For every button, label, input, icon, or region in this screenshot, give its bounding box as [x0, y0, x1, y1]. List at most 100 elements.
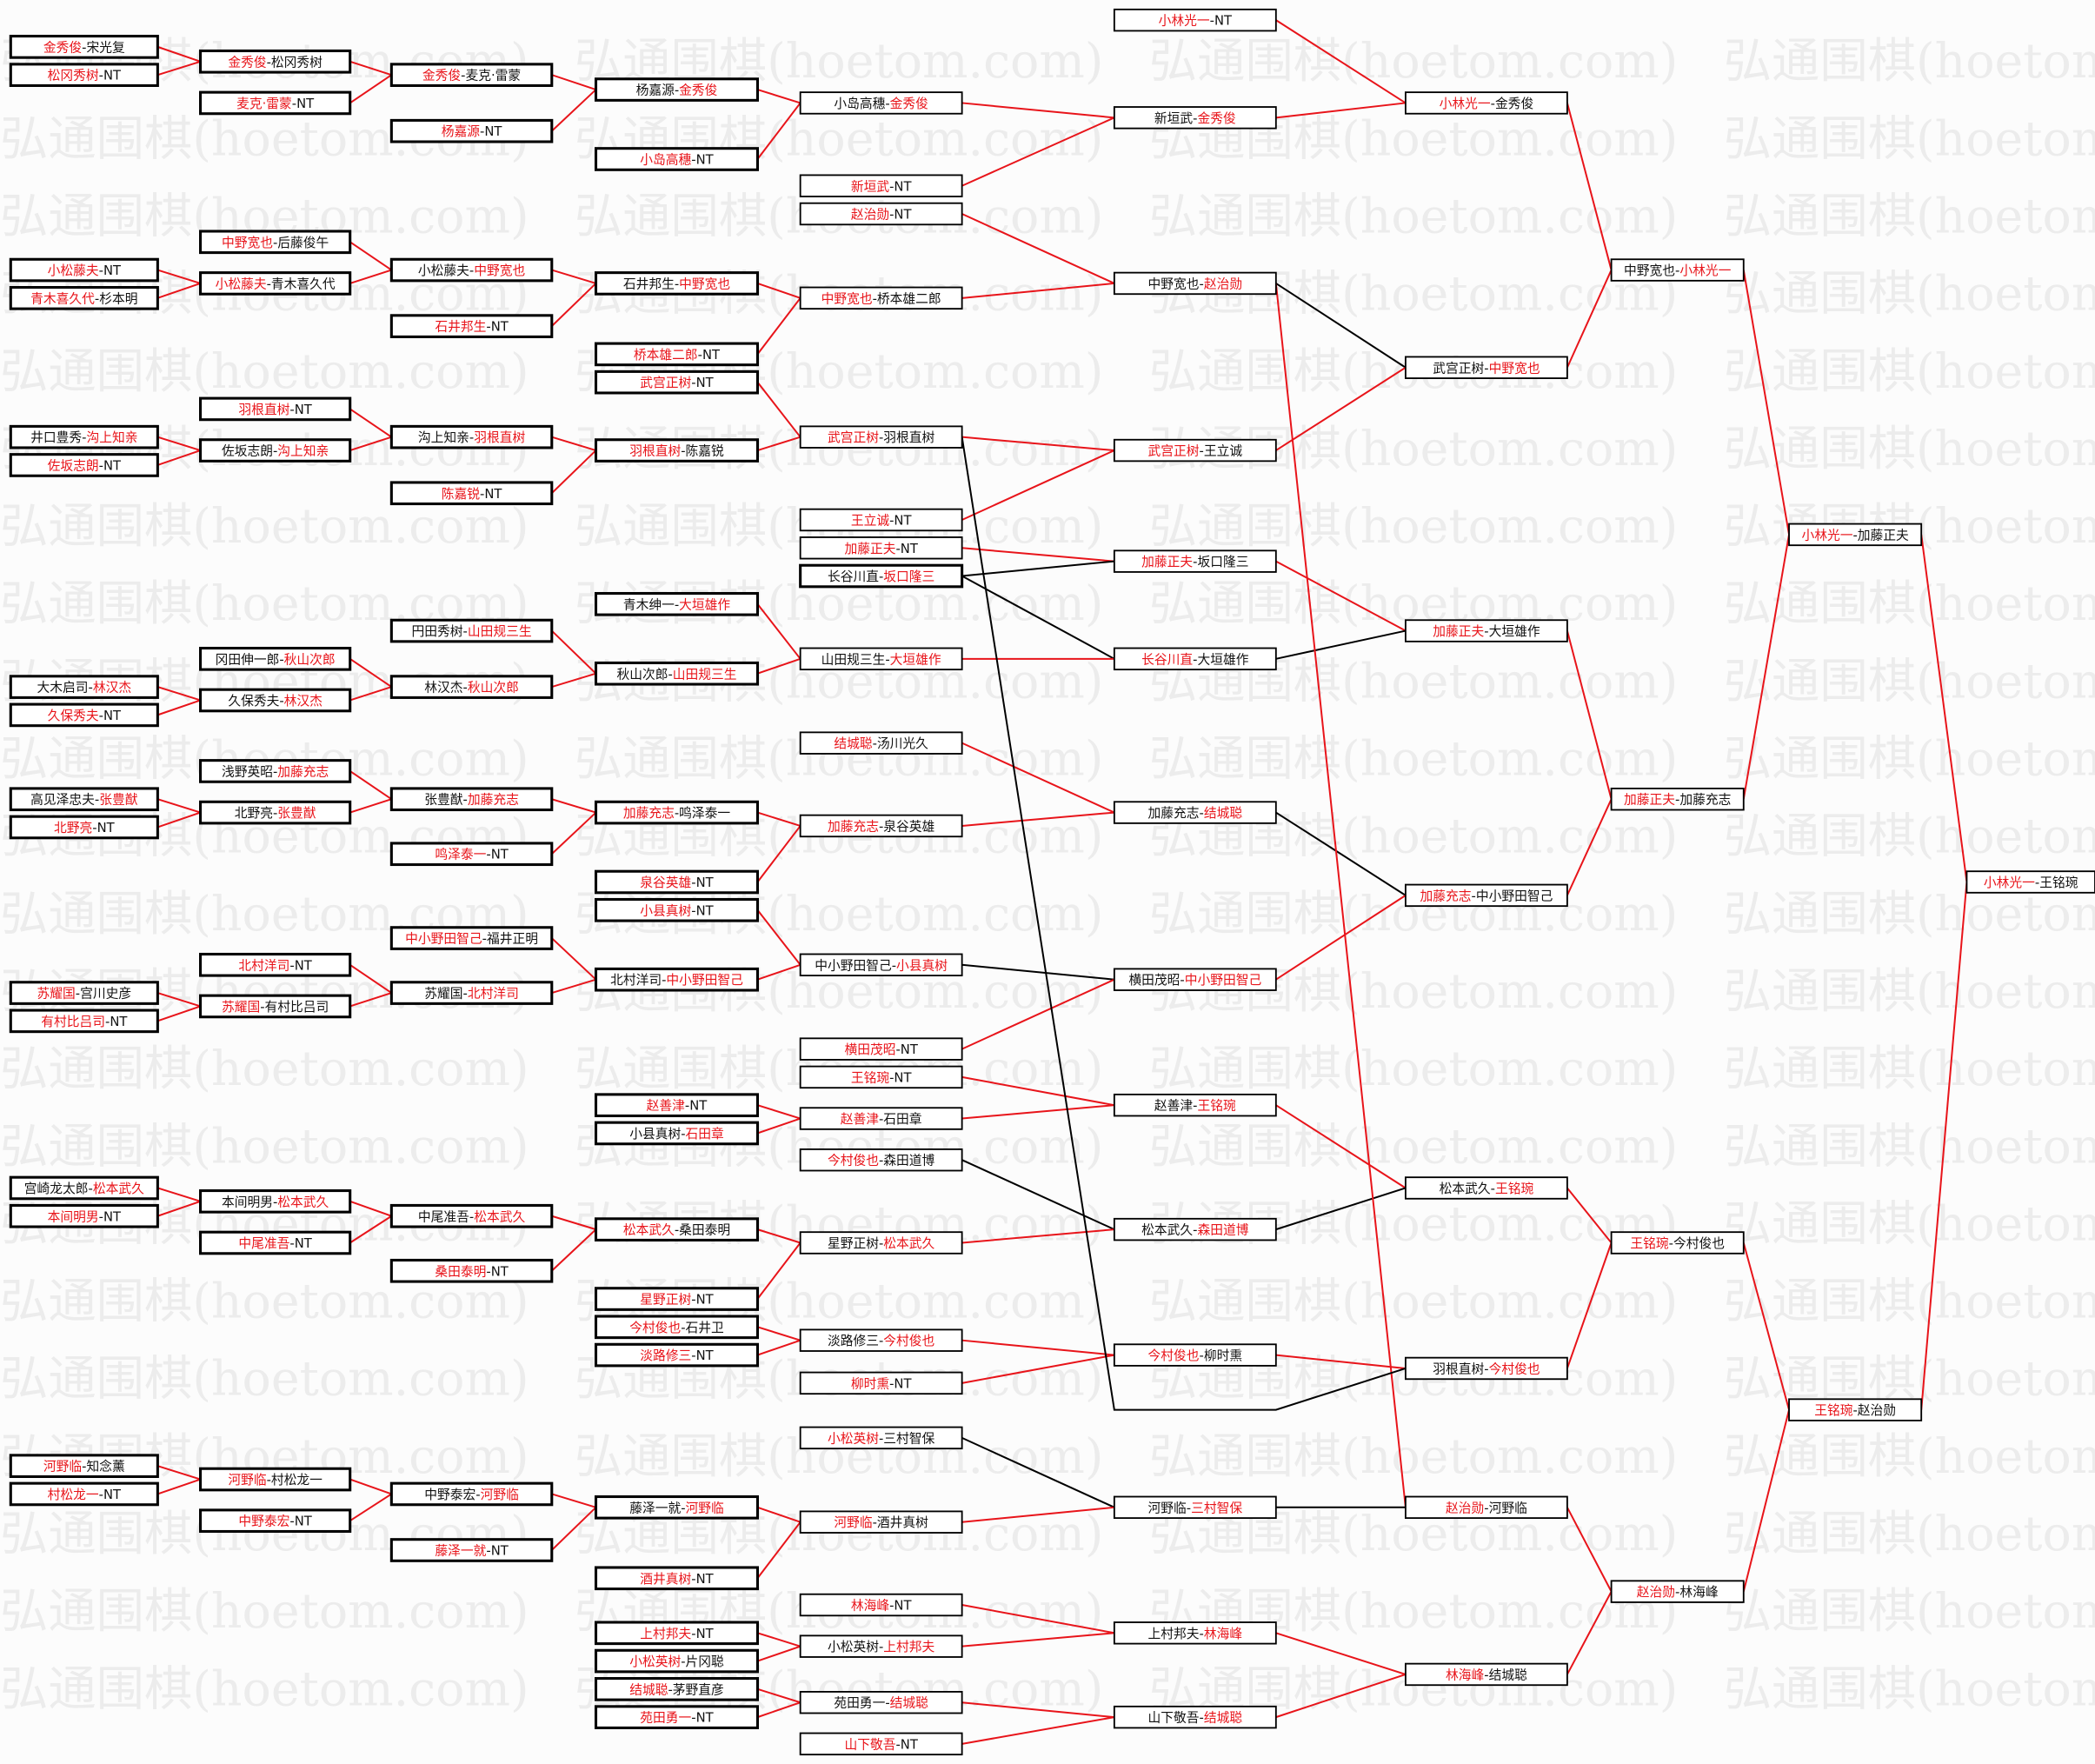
match-box[interactable]: 赵治勋-河野临	[1404, 1495, 1568, 1520]
match-box[interactable]: 张豊猷-加藤充志	[389, 787, 554, 812]
match-box[interactable]: 金秀俊-麦克·雷蒙	[389, 63, 554, 87]
match-box[interactable]: 杨嘉源-金秀俊	[594, 77, 760, 102]
match-box[interactable]: 武宫正树-NT	[594, 369, 760, 395]
match-box[interactable]: 小岛高穗-金秀俊	[799, 91, 963, 115]
match-box[interactable]: 小林光一-金秀俊	[1404, 91, 1568, 115]
match-box[interactable]: 久保秀夫-NT	[9, 702, 159, 728]
match-box[interactable]: 王立诚-NT	[799, 508, 963, 532]
match-box[interactable]: 淡路修三-今村俊也	[799, 1328, 963, 1352]
match-box[interactable]: 长谷川直-大垣雄作	[1113, 647, 1277, 671]
match-box[interactable]: 王铭琬-赵治勋	[1788, 1398, 1923, 1421]
match-box[interactable]: 井口豊秀-沟上知亲	[9, 424, 159, 449]
match-box[interactable]: 星野正树-松本武久	[799, 1231, 963, 1255]
match-box[interactable]: 小林光一-NT	[1113, 8, 1277, 32]
match-box[interactable]: 羽根直树-NT	[199, 396, 352, 422]
match-box[interactable]: 松冈秀树-NT	[9, 63, 159, 87]
match-box[interactable]: 武宫正树-王立诚	[1113, 438, 1277, 463]
match-box[interactable]: 北野亮-张豊猷	[199, 800, 352, 825]
match-box[interactable]: 小松藤夫-青木喜久代	[199, 271, 352, 296]
match-box[interactable]: 麦克·雷蒙-NT	[199, 90, 352, 116]
match-box[interactable]: 河野临-知念薰	[9, 1454, 159, 1478]
match-box[interactable]: 新垣武-金秀俊	[1113, 106, 1277, 130]
match-box[interactable]: 藤泽一就-河野临	[594, 1494, 760, 1520]
match-box[interactable]: 河野临-酒井真树	[799, 1510, 963, 1534]
match-box[interactable]: 小县真树-石田章	[594, 1121, 760, 1146]
match-box[interactable]: 今村俊也-石井卫	[594, 1315, 760, 1340]
match-box[interactable]: 横田茂昭-中小野田智己	[1113, 968, 1277, 991]
match-box[interactable]: 加藤充志-结城聪	[1113, 801, 1277, 824]
match-box[interactable]: 小松藤夫-NT	[9, 257, 159, 283]
match-box[interactable]: 佐坂志朗-NT	[9, 453, 159, 477]
match-box[interactable]: 加藤正夫-大垣雄作	[1404, 619, 1568, 642]
match-box[interactable]: 青木绅一-大垣雄作	[594, 591, 760, 616]
match-box[interactable]: 中野宽也-赵治勋	[1113, 271, 1277, 296]
match-box[interactable]: 中野宽也-后藤俊午	[199, 230, 352, 255]
match-box[interactable]: 中野宽也-小林光一	[1610, 258, 1745, 282]
match-box[interactable]: 加藤正夫-NT	[799, 536, 963, 560]
match-box[interactable]: 武宫正树-中野宽也	[1404, 356, 1568, 379]
match-box[interactable]: 小松英树-上村邦夫	[799, 1634, 963, 1658]
match-box[interactable]: 上村邦夫-林海峰	[1113, 1621, 1277, 1645]
match-box[interactable]: 冈田伸一郎-秋山次郎	[199, 646, 352, 671]
match-box[interactable]: 武宫正树-羽根直树	[799, 425, 963, 449]
match-box[interactable]: 中尾准吾-NT	[199, 1230, 352, 1255]
match-box[interactable]: 河野临-三村智保	[1113, 1495, 1277, 1520]
match-box[interactable]: 淡路修三-NT	[594, 1342, 760, 1368]
match-box[interactable]: 苏耀国-有村比吕司	[199, 994, 352, 1019]
match-box[interactable]: 浅野英昭-加藤充志	[199, 759, 352, 783]
match-box[interactable]: 本间明男-松本武久	[199, 1189, 352, 1214]
match-box[interactable]: 林海峰-结城聪	[1404, 1662, 1568, 1687]
match-box[interactable]: 金秀俊-宋光复	[9, 35, 159, 59]
match-box[interactable]: 中小野田智己-小县真树	[799, 953, 963, 977]
match-box[interactable]: 青木喜久代-杉本明	[9, 286, 159, 310]
match-box[interactable]: 小岛高穗-NT	[594, 147, 760, 171]
match-box[interactable]: 桥本雄二郎-NT	[594, 342, 760, 367]
match-box[interactable]: 横田茂昭-NT	[799, 1037, 963, 1061]
match-box[interactable]: 村松龙一-NT	[9, 1481, 159, 1507]
match-box[interactable]: 今村俊也-森田道博	[799, 1148, 963, 1172]
match-box[interactable]: 星野正树-NT	[594, 1287, 760, 1311]
match-box[interactable]: 中小野田智己-福井正明	[389, 926, 554, 950]
match-box[interactable]: 中野宽也-桥本雄二郎	[799, 286, 963, 310]
match-box[interactable]: 石井邦生-中野宽也	[594, 271, 760, 296]
match-box[interactable]: 藤泽一就-NT	[389, 1538, 554, 1562]
match-box[interactable]: 加藤充志-泉谷英雄	[799, 814, 963, 838]
match-box[interactable]: 杨嘉源-NT	[389, 118, 554, 143]
match-box[interactable]: 桑田泰明-NT	[389, 1258, 554, 1283]
match-box[interactable]: 赵治勋-林海峰	[1610, 1580, 1745, 1603]
match-box[interactable]: 佐坂志朗-沟上知亲	[199, 438, 352, 463]
match-box[interactable]: 有村比吕司-NT	[9, 1008, 159, 1034]
match-box[interactable]: 加藤充志-鸣泽泰一	[594, 800, 760, 825]
match-box[interactable]: 北村洋司-NT	[199, 952, 352, 977]
match-box[interactable]: 泉谷英雄-NT	[594, 869, 760, 895]
match-box[interactable]: 小林光一-加藤正夫	[1788, 523, 1923, 547]
match-box[interactable]: 加藤正夫-坂口隆三	[1113, 549, 1277, 573]
match-box[interactable]: 林海峰-NT	[799, 1593, 963, 1617]
match-box[interactable]: 加藤正夫-加藤充志	[1610, 787, 1745, 811]
match-box[interactable]: 秋山次郎-山田规三生	[594, 661, 760, 686]
match-box[interactable]: 结城聪-茅野直彦	[594, 1677, 760, 1701]
match-box[interactable]: 赵善津-石田章	[799, 1107, 963, 1130]
match-box[interactable]: 长谷川直-坂口隆三	[799, 563, 964, 589]
match-box[interactable]: 苏耀国-宫川史彦	[9, 981, 159, 1005]
match-box[interactable]: 结城聪-汤川光久	[799, 731, 963, 755]
match-box[interactable]: 赵治勋-NT	[799, 202, 963, 226]
match-box[interactable]: 今村俊也-柳时熏	[1113, 1343, 1277, 1367]
match-box[interactable]: 山田规三生-大垣雄作	[799, 647, 963, 671]
match-box[interactable]: 羽根直树-陈嘉锐	[594, 438, 760, 463]
match-box[interactable]: 酒井真树-NT	[594, 1566, 760, 1591]
match-box[interactable]: 林汉杰-秋山次郎	[389, 675, 554, 699]
match-box[interactable]: 円田秀树-山田规三生	[389, 618, 554, 643]
match-box[interactable]: 久保秀夫-林汉杰	[199, 688, 352, 713]
match-box[interactable]: 上村邦夫-NT	[594, 1621, 760, 1646]
match-box[interactable]: 陈嘉锐-NT	[389, 481, 554, 506]
match-box[interactable]: 河野临-村松龙一	[199, 1467, 352, 1492]
match-box[interactable]: 加藤充志-中小野田智己	[1404, 883, 1568, 908]
match-box[interactable]: 松本武久-桑田泰明	[594, 1217, 760, 1241]
match-box[interactable]: 松本武久-森田道博	[1113, 1217, 1277, 1241]
match-box[interactable]: 赵善津-NT	[594, 1093, 760, 1118]
match-box[interactable]: 沟上知亲-羽根直树	[389, 424, 554, 449]
match-box[interactable]: 王铭琬-NT	[799, 1065, 963, 1089]
match-box[interactable]: 新垣武-NT	[799, 174, 963, 197]
match-box[interactable]: 北野亮-NT	[9, 815, 159, 840]
